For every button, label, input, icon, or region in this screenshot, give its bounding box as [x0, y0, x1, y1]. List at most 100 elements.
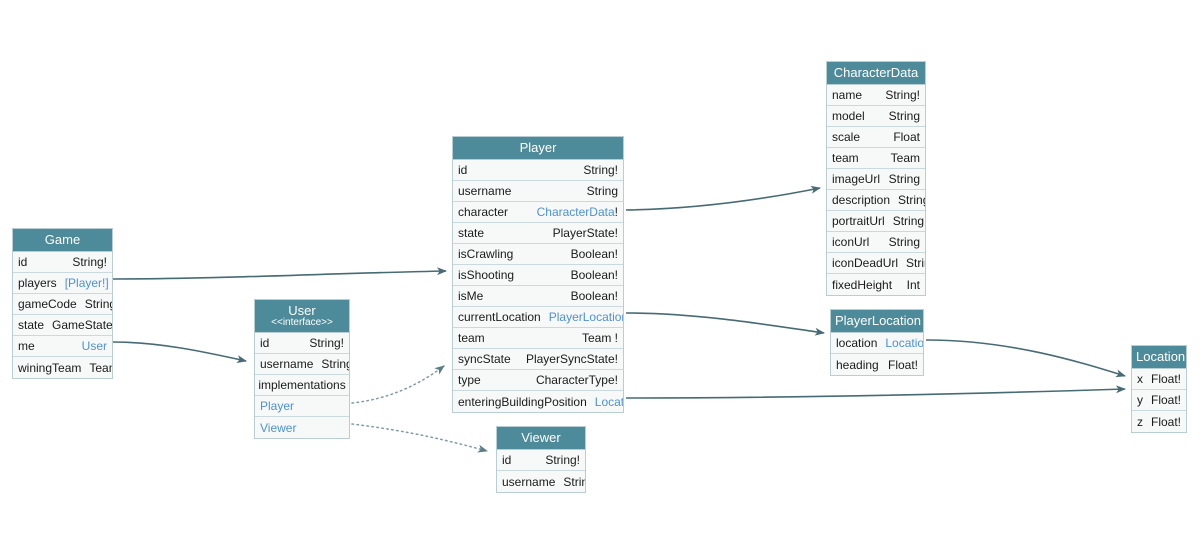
table-row[interactable]: fixedHeight Int — [827, 274, 925, 295]
table-row[interactable]: description String — [827, 190, 925, 211]
node-player-title: Player — [453, 137, 623, 160]
node-characterdata-title: CharacterData — [827, 62, 925, 85]
field-name: scale — [832, 130, 861, 144]
field-name: syncState — [458, 352, 511, 366]
field-type[interactable]: Location! — [885, 336, 923, 350]
implementation-name[interactable]: Player — [260, 399, 295, 413]
table-row[interactable]: z Float! — [1132, 411, 1186, 432]
field-type: Float! — [887, 357, 918, 372]
node-game[interactable]: Game id String! players [Player!] gameCo… — [12, 228, 113, 379]
table-row[interactable]: x Float! — [1132, 369, 1186, 390]
field-type: Boolean! — [570, 289, 618, 303]
node-characterdata[interactable]: CharacterData name String! model String … — [826, 61, 926, 296]
field-name: iconUrl — [832, 235, 870, 249]
field-type: Team — [89, 360, 112, 375]
table-row[interactable]: y Float! — [1132, 390, 1186, 411]
field-name: character — [458, 205, 509, 219]
field-type[interactable]: Location — [594, 394, 623, 409]
field-type: PlayerState! — [552, 226, 618, 240]
field-name: state — [458, 226, 485, 240]
table-row[interactable]: id String! — [13, 252, 112, 273]
implementation-item-player[interactable]: Player — [255, 396, 349, 417]
field-type[interactable]: [Player!] — [64, 276, 109, 290]
field-type: CharacterType! — [535, 373, 618, 387]
field-type: String — [898, 193, 925, 207]
table-row[interactable]: isCrawling Boolean! — [453, 244, 623, 265]
node-characterdata-title-text: CharacterData — [833, 65, 919, 80]
table-row[interactable]: winingTeam Team — [13, 357, 112, 378]
implementation-name[interactable]: Viewer — [260, 420, 297, 435]
table-row[interactable]: type CharacterType! — [453, 370, 623, 391]
table-row[interactable]: me User — [13, 336, 112, 357]
table-row[interactable]: scale Float — [827, 127, 925, 148]
field-name: imageUrl — [832, 172, 881, 186]
field-name: id — [502, 453, 512, 467]
node-user-title-text: User — [288, 303, 316, 318]
field-name: portraitUrl — [832, 214, 885, 228]
table-row[interactable]: name String! — [827, 85, 925, 106]
field-name: x — [1137, 372, 1143, 386]
field-name: me — [18, 339, 35, 353]
table-row[interactable]: id String! — [255, 333, 349, 354]
node-playerlocation-title: PlayerLocation — [831, 310, 923, 333]
table-row[interactable]: heading Float! — [831, 354, 923, 375]
field-type: String — [563, 474, 585, 489]
table-row[interactable]: imageUrl String — [827, 169, 925, 190]
field-name: username — [502, 474, 556, 489]
field-name: location — [836, 336, 878, 350]
implementation-item-viewer[interactable]: Viewer — [255, 417, 349, 438]
node-game-title: Game — [13, 229, 112, 252]
node-playerlocation-title-text: PlayerLocation — [835, 313, 921, 328]
table-row[interactable]: team Team — [827, 148, 925, 169]
field-type[interactable]: PlayerLocation! — [548, 310, 623, 324]
field-name: isCrawling — [458, 247, 514, 261]
table-row[interactable]: state PlayerState! — [453, 223, 623, 244]
node-location-title: Location — [1132, 346, 1186, 369]
table-row[interactable]: state GameState! — [13, 315, 112, 336]
table-row[interactable]: isMe Boolean! — [453, 286, 623, 307]
table-row[interactable]: enteringBuildingPosition Location — [453, 391, 623, 412]
node-playerlocation[interactable]: PlayerLocation location Location! headin… — [830, 309, 924, 376]
field-name: gameCode — [18, 297, 77, 311]
field-type[interactable]: CharacterData! — [536, 205, 618, 219]
node-user[interactable]: User <<interface>> id String! username S… — [254, 299, 350, 439]
field-name: state — [18, 318, 45, 332]
field-name: isShooting — [458, 268, 515, 282]
table-row[interactable]: iconUrl String — [827, 232, 925, 253]
field-type: Float! — [1151, 414, 1182, 429]
table-row[interactable]: team Team ! — [453, 328, 623, 349]
node-player[interactable]: Player id String! username String charac… — [452, 136, 624, 413]
field-type: String — [906, 256, 925, 270]
table-row[interactable]: id String! — [453, 160, 623, 181]
field-name: id — [18, 255, 28, 269]
edge-game-players-player — [112, 267, 447, 280]
table-row[interactable]: character CharacterData! — [453, 202, 623, 223]
field-type: Float — [893, 130, 920, 144]
table-row[interactable]: gameCode String! — [13, 294, 112, 315]
field-name: type — [458, 373, 481, 387]
table-row[interactable]: syncState PlayerSyncState! — [453, 349, 623, 370]
table-row[interactable]: id String! — [497, 450, 585, 471]
table-row[interactable]: isShooting Boolean! — [453, 265, 623, 286]
field-name: enteringBuildingPosition — [458, 394, 587, 409]
field-type: String! — [885, 88, 920, 102]
node-location[interactable]: Location x Float! y Float! z Float! — [1131, 345, 1187, 433]
field-type: Float! — [1151, 393, 1182, 407]
table-row[interactable]: currentLocation PlayerLocation! — [453, 307, 623, 328]
field-type[interactable]: User — [81, 339, 107, 353]
table-row[interactable]: username String — [497, 471, 585, 492]
field-type: String — [888, 109, 920, 123]
node-viewer[interactable]: Viewer id String! username String — [496, 426, 586, 493]
edge-playerlocation-location-location — [925, 339, 1126, 378]
table-row[interactable]: username String — [453, 181, 623, 202]
field-type: String — [321, 357, 349, 371]
table-row[interactable]: username String — [255, 354, 349, 375]
field-type: Float! — [1151, 372, 1182, 386]
table-row[interactable]: model String — [827, 106, 925, 127]
field-type: Boolean! — [570, 268, 618, 282]
table-row[interactable]: iconDeadUrl String — [827, 253, 925, 274]
table-row[interactable]: players [Player!] — [13, 273, 112, 294]
table-row[interactable]: portraitUrl String — [827, 211, 925, 232]
table-row[interactable]: location Location! — [831, 333, 923, 354]
field-type: String — [586, 184, 618, 198]
